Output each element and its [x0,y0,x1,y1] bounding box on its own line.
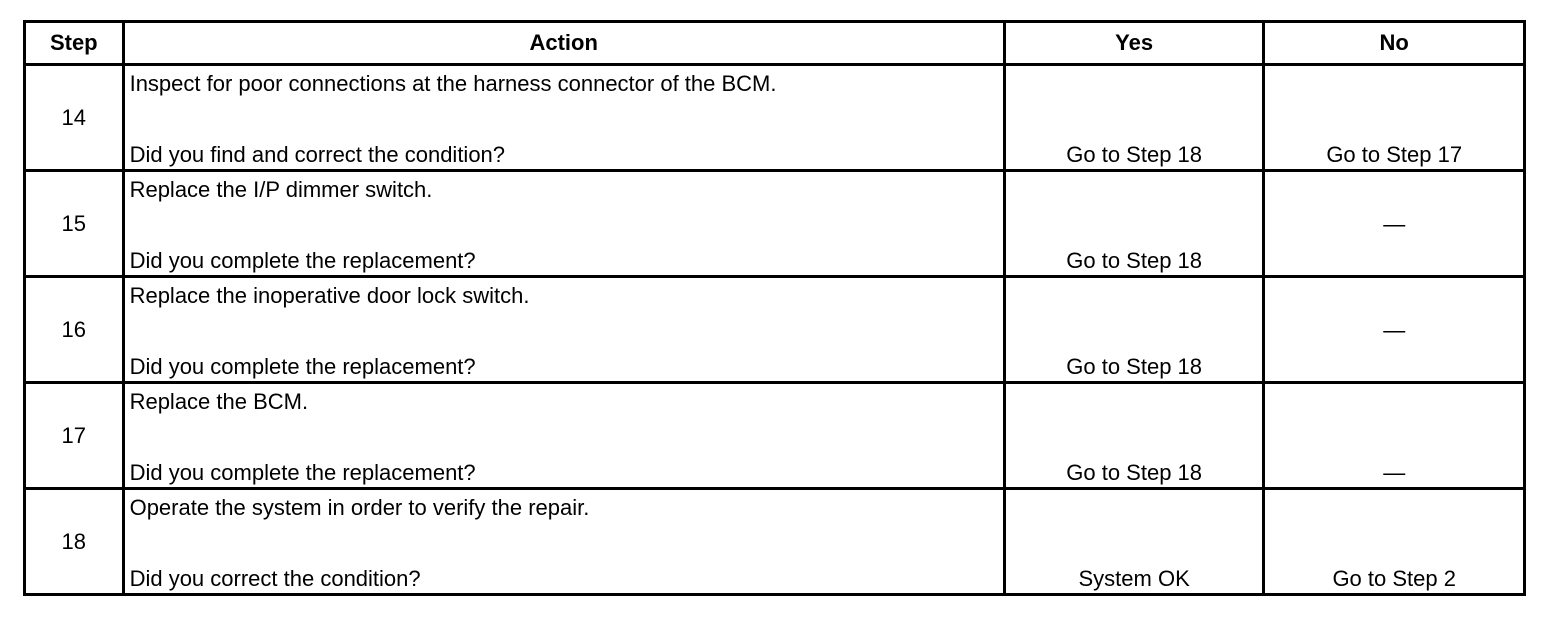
action-text: Replace the BCM. [129,389,309,414]
header-no: No [1262,20,1526,66]
yes-cell: System OK [1002,487,1266,596]
action-text: Replace the inoperative door lock switch… [129,283,530,308]
step-number: 18 [23,487,125,596]
yes-result: Go to Step 18 [1066,141,1203,167]
action-question: Did you correct the condition? [129,565,421,591]
step-number: 17 [23,381,125,490]
yes-cell: Go to Step 18 [1002,275,1266,384]
yes-result: System OK [1078,565,1190,591]
diagnostic-table: Step Action Yes No 14 Inspect for poor c… [23,20,1526,596]
no-result: Go to Step 2 [1332,565,1456,591]
step-number: 16 [23,275,125,384]
table-body: 14 Inspect for poor connections at the h… [23,63,1526,596]
action-text: Replace the I/P dimmer switch. [129,177,433,202]
yes-cell: Go to Step 18 [1002,381,1266,490]
yes-cell: Go to Step 18 [1002,63,1266,172]
yes-result: Go to Step 18 [1066,459,1203,485]
no-cell: Go to Step 17 [1262,63,1526,172]
action-cell: Replace the inoperative door lock switch… [121,275,1006,384]
no-result: — [1383,316,1406,342]
yes-result: Go to Step 18 [1066,247,1203,273]
action-cell: Replace the BCM. Did you complete the re… [121,381,1006,490]
action-question: Did you complete the replacement? [129,353,476,379]
no-cell: — [1262,169,1526,278]
action-text: Operate the system in order to verify th… [129,495,590,520]
table-header-row: Step Action Yes No [23,20,1526,66]
no-cell: Go to Step 2 [1262,487,1526,596]
action-cell: Operate the system in order to verify th… [121,487,1006,596]
no-result: — [1383,459,1406,485]
table-row: 15 Replace the I/P dimmer switch. Did yo… [23,169,1526,278]
table-row: 17 Replace the BCM. Did you complete the… [23,381,1526,490]
action-question: Did you complete the replacement? [129,459,476,485]
action-cell: Inspect for poor connections at the harn… [121,63,1006,172]
action-text: Inspect for poor connections at the harn… [129,71,777,96]
step-number: 14 [23,63,125,172]
no-cell: — [1262,275,1526,384]
action-question: Did you complete the replacement? [129,247,476,273]
action-question: Did you find and correct the condition? [129,141,506,167]
yes-result: Go to Step 18 [1066,353,1203,379]
action-cell: Replace the I/P dimmer switch. Did you c… [121,169,1006,278]
no-result: Go to Step 17 [1326,141,1463,167]
table-row: 16 Replace the inoperative door lock swi… [23,275,1526,384]
table-row: 14 Inspect for poor connections at the h… [23,63,1526,172]
header-yes: Yes [1002,20,1266,66]
header-step: Step [23,20,125,66]
table-row: 18 Operate the system in order to verify… [23,487,1526,596]
yes-cell: Go to Step 18 [1002,169,1266,278]
no-result: — [1383,210,1406,236]
step-number: 15 [23,169,125,278]
no-cell: — [1262,381,1526,490]
header-action: Action [121,20,1006,66]
